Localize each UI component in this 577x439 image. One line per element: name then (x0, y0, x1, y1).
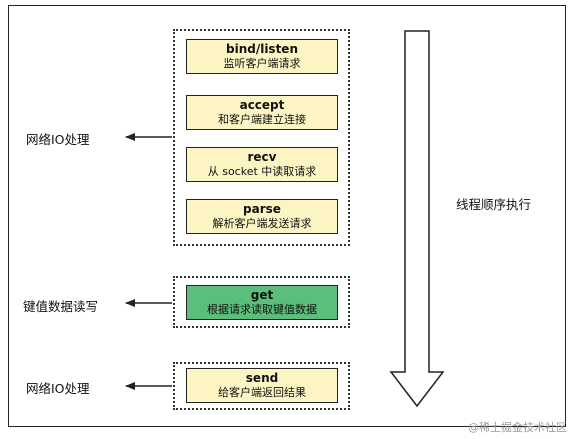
step-description: 给客户端返回结果 (218, 386, 306, 399)
step-recv: recv 从 socket 中读取请求 (186, 147, 338, 182)
step-description: 监听客户端请求 (223, 57, 301, 70)
sequential-execution-down-arrow-icon (389, 30, 445, 408)
step-title: get (250, 288, 274, 302)
step-title: accept (239, 98, 285, 112)
flow-label: 线程顺序执行 (456, 197, 532, 212)
step-accept: accept 和客户端建立连接 (186, 95, 338, 130)
kv-group (173, 276, 350, 328)
network-io-group-bottom (173, 362, 350, 410)
watermark: @稀土掘金技术社区 (468, 421, 567, 434)
step-title: send (245, 371, 279, 385)
step-title: parse (243, 202, 281, 216)
step-title: bind/listen (225, 42, 298, 56)
step-description: 从 socket 中读取请求 (207, 165, 317, 178)
step-parse: parse 解析客户端发送请求 (186, 199, 338, 234)
step-send: send 给客户端返回结果 (186, 368, 338, 403)
step-description: 解析客户端发送请求 (212, 217, 312, 230)
group-label-kv: 键值数据读写 (23, 299, 99, 314)
step-get: get 根据请求读取键值数据 (186, 285, 338, 320)
step-description: 和客户端建立连接 (218, 113, 306, 126)
step-description: 根据请求读取键值数据 (207, 303, 317, 316)
step-bind-listen: bind/listen 监听客户端请求 (186, 39, 338, 74)
network-io-group-top (173, 29, 350, 246)
step-title: recv (247, 150, 277, 164)
group-label-network-io-bottom: 网络IO处理 (26, 381, 90, 396)
group-label-network-io-top: 网络IO处理 (26, 132, 90, 147)
